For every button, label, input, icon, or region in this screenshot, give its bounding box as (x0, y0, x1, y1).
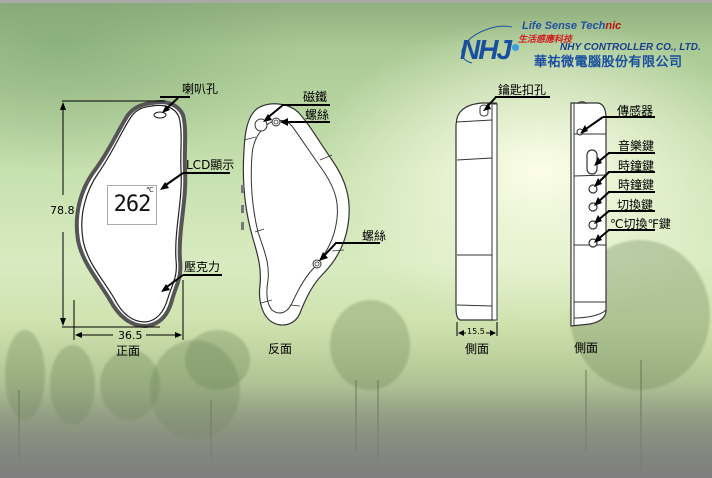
logo-company-zh: 華祐微電腦股份有限公司 (534, 55, 683, 70)
width-dimension: 36.5 (118, 329, 143, 342)
lcd-reading: 262 (113, 192, 152, 217)
side-view-left-caption: 側面 (465, 342, 490, 356)
callout-lcd-display: LCD顯示 (186, 158, 235, 172)
callout-clock-key-2: 時鐘鍵 (618, 178, 655, 192)
callout-magnet: 磁鐵 (303, 90, 328, 104)
front-view-caption: 正面 (116, 344, 141, 358)
height-dimension: 78.8 (50, 204, 75, 217)
logo-tagline-en: Life Sense Technic (522, 20, 621, 32)
logo-brand-letters: NHJ (460, 34, 512, 65)
company-logo: NHJ Life Sense Technic 生活感應科技 NHY CONTRO… (456, 18, 710, 72)
lcd-display: 262 ℃ (107, 185, 157, 225)
logo-company-en: NHY CONTROLLER CO., LTD. (560, 42, 701, 53)
callout-speaker-hole: 喇叭孔 (182, 82, 219, 96)
logo-tagline-zh: 生活感應科技 (518, 35, 573, 45)
callout-screw-top: 螺絲 (305, 108, 330, 122)
lcd-unit: ℃ (146, 186, 154, 194)
callout-sensor: 傳感器 (617, 104, 654, 118)
callout-clock-key-1: 時鐘鍵 (618, 159, 655, 173)
background-ground (0, 388, 712, 478)
callout-screw-bottom: 螺絲 (362, 229, 387, 243)
top-border-bar (0, 0, 712, 3)
callout-unit-switch-key: ℃切換℉鍵 (610, 217, 671, 231)
tagline-part1: Life Sense Tech (522, 20, 606, 32)
logo-dot-icon (512, 44, 519, 51)
callout-acrylic: 壓克力 (184, 260, 221, 274)
side-view-right-caption: 側面 (574, 341, 599, 355)
back-view-caption: 反面 (268, 342, 293, 356)
tagline-part2: nic (605, 20, 622, 32)
callout-switch-key: 切換鍵 (617, 198, 654, 212)
depth-dimension: 15.5 (467, 327, 485, 336)
callout-music-key: 音樂鍵 (618, 139, 655, 153)
callout-keychain-hole: 鑰匙扣孔 (498, 83, 547, 97)
